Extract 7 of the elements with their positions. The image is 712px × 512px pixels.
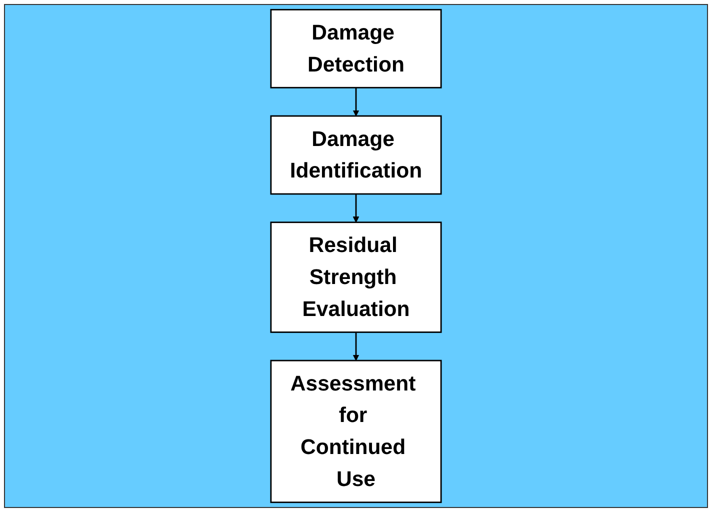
arrow bbox=[352, 88, 360, 116]
process-box: Damage Identification bbox=[270, 115, 442, 195]
arrow bbox=[352, 332, 360, 361]
arrow bbox=[352, 194, 360, 223]
process-box: Damage Detection bbox=[270, 8, 442, 88]
process-box: Assessment for Continued Use bbox=[270, 360, 442, 504]
process-box: Residual Strength Evaluation bbox=[270, 222, 442, 333]
